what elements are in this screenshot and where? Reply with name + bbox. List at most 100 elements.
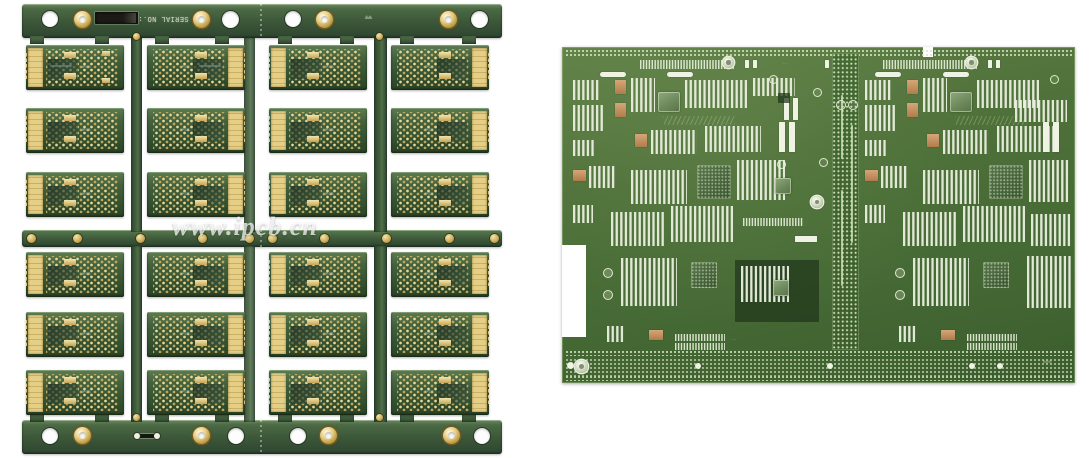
component-cluster — [1029, 160, 1069, 202]
component-cluster — [923, 170, 979, 204]
mounting-hole — [811, 196, 823, 208]
gold-finger-block — [228, 111, 243, 150]
gold-finger-block — [271, 315, 286, 354]
panel-via — [136, 234, 145, 243]
smd-pad — [875, 72, 901, 77]
component-cluster — [685, 80, 747, 108]
smd-pad — [307, 319, 319, 325]
plated-tooling-hole — [320, 427, 337, 444]
unit-silkscreen: IPCB — [325, 65, 334, 69]
routing-slot — [851, 125, 853, 243]
breakaway-tab — [278, 414, 292, 422]
gold-finger-edge — [244, 320, 245, 348]
breakaway-tab — [340, 36, 354, 44]
connector-pad-row — [967, 343, 1017, 350]
gold-finger-edge — [488, 116, 489, 144]
site-watermark: www.ipcb.cn — [172, 212, 318, 241]
gold-finger-block — [28, 111, 43, 150]
panel-via — [27, 234, 36, 243]
unit-silkscreen: IPCB — [325, 128, 334, 132]
tooling-hole — [290, 428, 306, 444]
pcb-unit: IPCB — [147, 108, 245, 153]
copper-terminal-pad — [907, 80, 918, 94]
gold-finger-block — [472, 175, 487, 214]
gold-finger-edge — [269, 53, 270, 81]
plated-tooling-hole — [193, 427, 210, 444]
gold-finger-block — [28, 255, 43, 294]
via — [819, 158, 828, 167]
gold-finger-block — [271, 255, 286, 294]
smd-pad — [439, 340, 451, 346]
smd-pad — [64, 319, 76, 325]
component-cluster — [899, 326, 917, 342]
unit-silkscreen: IPCB — [425, 272, 434, 276]
unit-silkscreen: IPCB — [181, 128, 190, 132]
component-cluster — [865, 140, 887, 156]
copper-terminal-pad — [649, 330, 663, 340]
smd-pad — [307, 200, 319, 206]
pcb-unit: IPCB — [147, 312, 245, 357]
component-cluster — [573, 80, 599, 100]
via — [997, 363, 1003, 369]
plated-tooling-hole — [74, 427, 91, 444]
gold-finger-edge — [26, 116, 27, 144]
smd-pad — [64, 340, 76, 346]
component-cluster — [631, 78, 655, 112]
gold-finger-block — [472, 315, 487, 354]
breakaway-tab — [340, 414, 354, 422]
connector-pad-row — [640, 60, 735, 69]
connector-pad-row — [675, 334, 725, 341]
smd-pad — [439, 280, 451, 286]
panel-spine — [374, 246, 387, 422]
copper-terminal-pad — [907, 103, 918, 117]
routing-slot — [841, 190, 843, 286]
panel-spine — [131, 246, 142, 422]
breakaway-tab — [215, 414, 229, 422]
via — [895, 268, 905, 278]
pcb-unit: IPCB — [269, 252, 367, 297]
smd-pad — [825, 60, 829, 68]
component-cluster — [1031, 214, 1071, 246]
via-stitch-border — [565, 49, 1072, 56]
pcb-unit: IPCB — [147, 45, 245, 90]
smd-pad — [439, 377, 451, 383]
smd-pad — [195, 319, 207, 325]
plated-tooling-hole — [440, 11, 457, 28]
smd-pad — [307, 398, 319, 404]
bga-footprint — [691, 262, 717, 288]
via — [895, 290, 905, 300]
gold-finger-edge — [26, 320, 27, 348]
unit-silkscreen: IPCB — [425, 65, 434, 69]
component-cluster — [881, 166, 907, 188]
plated-tooling-hole — [316, 11, 333, 28]
unit-silkscreen: IPCB — [82, 272, 91, 276]
gold-finger-edge — [244, 180, 245, 208]
unit-silkscreen: IPCB — [82, 390, 91, 394]
smd-pad — [64, 52, 76, 58]
panel-spine — [244, 246, 255, 422]
pcb-unit: IPCB — [391, 45, 489, 90]
panel-spine — [131, 38, 142, 232]
unit-silkscreen: IPCB — [425, 332, 434, 336]
component-cluster — [573, 140, 595, 156]
unit-silkscreen: IPCB — [181, 272, 190, 276]
gold-finger-block — [228, 373, 243, 412]
smd-pad — [307, 259, 319, 265]
smd-pad — [307, 340, 319, 346]
gold-finger-edge — [269, 180, 270, 208]
pcb-unit: IPCB — [391, 252, 489, 297]
smd-pad — [307, 52, 319, 58]
smd-pad — [439, 398, 451, 404]
connector-pad-row — [883, 60, 978, 69]
smd-pad — [439, 73, 451, 79]
smd-pad — [439, 136, 451, 142]
component-cluster — [865, 80, 891, 100]
smd-pad — [439, 200, 451, 206]
pcb-unit: IPCB — [147, 252, 245, 297]
gold-finger-block — [271, 175, 286, 214]
breakaway-tab — [95, 36, 109, 44]
pcb-unit: IPCB — [269, 370, 367, 415]
component-cluster — [651, 130, 697, 154]
gold-finger-block — [472, 48, 487, 87]
